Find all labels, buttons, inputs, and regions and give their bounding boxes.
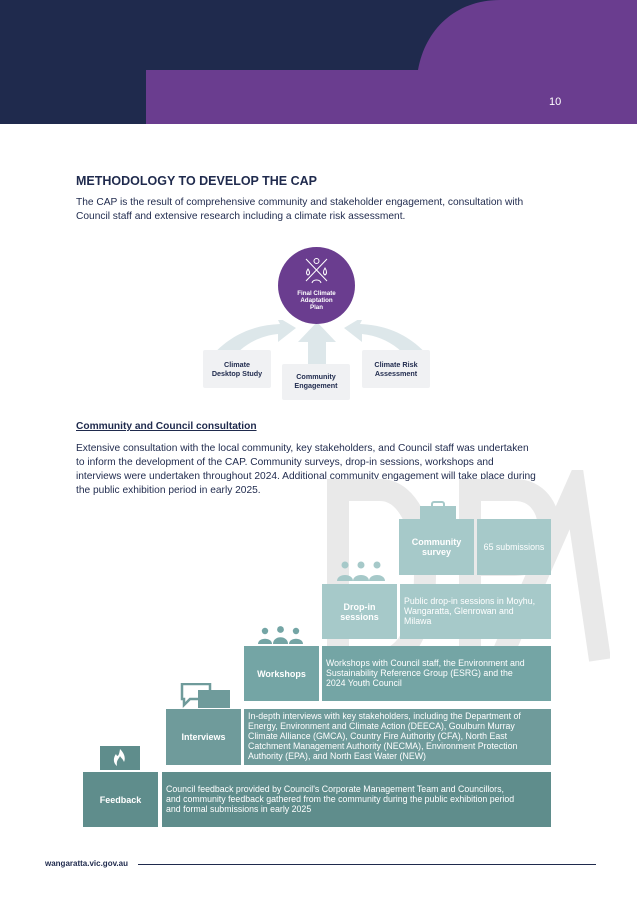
climate-hazards-icon xyxy=(305,258,328,284)
step-workshops-label: Workshops xyxy=(244,646,319,701)
step-feedback-label: Feedback xyxy=(83,772,158,827)
footer-divider xyxy=(138,864,596,865)
intro-line-1: The CAP is the result of comprehensive c… xyxy=(76,197,524,208)
people-icon xyxy=(336,561,386,581)
chat-bubbles-icon xyxy=(180,682,232,709)
final-plan-hub: Final Climate Adaptation Plan xyxy=(278,247,355,324)
final-plan-label: Final Climate Adaptation Plan xyxy=(297,290,336,312)
group-icon xyxy=(257,626,304,644)
consultation-line-2: to inform the development of the CAP. Co… xyxy=(76,457,494,468)
consultation-line-1: Extensive consultation with the local co… xyxy=(76,443,529,454)
footer-url[interactable]: wangaratta.vic.gov.au xyxy=(45,859,128,868)
clipboard-icon xyxy=(420,501,456,519)
section-title: METHODOLOGY TO DEVELOP THE CAP xyxy=(76,174,318,188)
step-community-survey-desc: 65 submissions xyxy=(477,519,551,575)
step-drop-in-desc: Public drop-in sessions in Moyhu, Wangar… xyxy=(400,584,551,639)
step-interviews-desc: In-depth interviews with key stakeholder… xyxy=(244,709,551,765)
consultation-line-4: the public exhibition period in early 20… xyxy=(76,485,261,496)
header-banner xyxy=(0,0,637,124)
consultation-line-3: interviews were undertaken throughout 20… xyxy=(76,471,536,482)
flame-icon xyxy=(100,746,140,770)
consultation-title: Community and Council consultation xyxy=(76,421,257,432)
intro-line-2: Council staff and extensive research inc… xyxy=(76,211,406,222)
step-interviews-label: Interviews xyxy=(166,709,241,765)
step-feedback-desc: Council feedback provided by Council's C… xyxy=(162,772,551,827)
step-workshops-desc: Workshops with Council staff, the Enviro… xyxy=(322,646,551,701)
page-number: 10 xyxy=(549,96,562,108)
